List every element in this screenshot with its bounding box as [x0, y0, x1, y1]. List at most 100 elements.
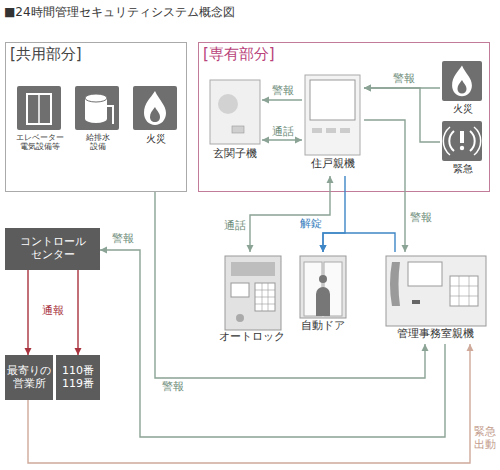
connector	[250, 176, 330, 252]
node-label: 火災	[440, 103, 485, 115]
connector	[364, 120, 405, 252]
flame-inner	[150, 107, 160, 122]
elevator-door	[27, 94, 51, 124]
arrowhead	[320, 245, 327, 252]
autolock-camera	[231, 262, 275, 276]
node-label: コントロール センター	[6, 236, 99, 261]
edge-label: 通報	[42, 305, 64, 318]
area-heading: [専有部分]	[203, 46, 275, 63]
equipment-icon: 給排水 設備	[70, 84, 125, 156]
fire-icon	[133, 86, 177, 130]
arrowhead	[364, 85, 371, 92]
node-label: 110番 119番	[57, 365, 99, 390]
equipment-icon: エレベーター 電気設備等	[12, 84, 67, 156]
node-label: 緊急	[440, 163, 485, 175]
person-body	[316, 287, 330, 316]
area-heading: [共用部分]	[10, 46, 82, 63]
node-label: オートロック	[212, 331, 292, 344]
edge-label: 警報	[272, 85, 294, 98]
autolock-panel	[225, 256, 281, 330]
residence-button	[326, 128, 336, 133]
residence-screen	[310, 80, 355, 120]
office-unit	[386, 256, 486, 326]
connector	[323, 176, 345, 252]
node-label: 最寄りの 営業所	[6, 365, 52, 390]
equipment-icon: 火災	[128, 84, 183, 156]
process-box: コントロール センター	[5, 228, 100, 270]
elevator-door-gap	[38, 94, 40, 124]
residence-unit	[305, 75, 360, 155]
arrowhead	[295, 137, 302, 144]
emergency-bar	[460, 131, 464, 143]
node-label: 住戸親機	[302, 158, 364, 171]
residence-button	[340, 128, 350, 133]
arrowhead	[262, 137, 269, 144]
person-head	[319, 275, 327, 283]
device: 自動ドア	[298, 252, 348, 337]
node-label: 火災	[128, 133, 183, 145]
arrowhead	[402, 245, 409, 252]
edge-label: 通話	[272, 126, 294, 139]
diagram-title: ■24時間管理セキュリティシステム概念図	[4, 4, 235, 21]
arrowhead	[25, 348, 32, 355]
arrowhead	[247, 245, 254, 252]
entrance-unit	[210, 80, 260, 144]
arrowhead	[262, 97, 269, 104]
area-frame: [共用部分] エレベーター 電気設備等給排水 設備 火災	[5, 42, 187, 192]
edge-label: 警報	[393, 73, 415, 86]
arrowhead	[467, 344, 474, 351]
process-box: 110番 119番	[56, 355, 100, 400]
connector	[77, 270, 78, 355]
arrowhead	[422, 344, 429, 351]
connector	[323, 233, 395, 252]
auto-door	[300, 256, 346, 318]
keypad-grid	[255, 283, 275, 311]
emergency-wave	[470, 131, 475, 151]
arrowhead	[320, 245, 327, 252]
elevator-icon	[17, 86, 61, 130]
arrowhead	[100, 247, 107, 254]
node-label: 管理事務室親機	[380, 328, 490, 341]
connector	[28, 344, 470, 463]
office-keypad	[450, 276, 478, 306]
process-box: 最寄りの 営業所	[5, 355, 53, 400]
area-frame: [専有部分] 玄関子機住戸親機 火災緊急	[198, 42, 490, 192]
emergency-wave	[443, 127, 450, 155]
flame-inner	[458, 80, 467, 94]
node-label: 玄関子機	[207, 148, 262, 161]
office-handset	[390, 262, 400, 306]
connector	[364, 88, 440, 142]
entrance-button	[232, 126, 244, 133]
autolock-speaker	[236, 314, 244, 322]
water-tank-bottom	[85, 115, 107, 123]
device: 管理事務室親機	[380, 252, 490, 344]
node-label: エレベーター 電気設備等	[12, 133, 67, 151]
device: 住戸親機	[302, 72, 364, 176]
connector	[27, 270, 28, 355]
node-label: 自動ドア	[298, 320, 348, 333]
edge-label: 通話	[224, 220, 246, 233]
flame-outer	[452, 66, 472, 97]
office-screen	[408, 262, 442, 286]
edge-label: 警報	[162, 381, 184, 394]
water-icon	[75, 86, 119, 130]
edge-label: 警報	[410, 212, 432, 225]
entrance-camera	[218, 94, 238, 114]
alarm-icon: 火災	[440, 60, 485, 118]
door-glass	[324, 262, 342, 316]
node-label: 給排水 設備	[84, 133, 112, 151]
keypad-grid	[450, 276, 478, 306]
flame-outer	[144, 91, 166, 125]
water-tank-top	[85, 94, 107, 102]
arrowhead	[364, 85, 371, 92]
device: オートロック	[212, 252, 292, 347]
edge-label: 解錠	[300, 218, 322, 231]
alarm-icon: 緊急	[440, 120, 485, 178]
water-pipe	[107, 106, 113, 124]
emergency-dot	[460, 146, 464, 150]
office-button	[412, 300, 420, 304]
edge-label: 緊急 出動	[474, 426, 498, 451]
residence-button	[312, 128, 322, 133]
